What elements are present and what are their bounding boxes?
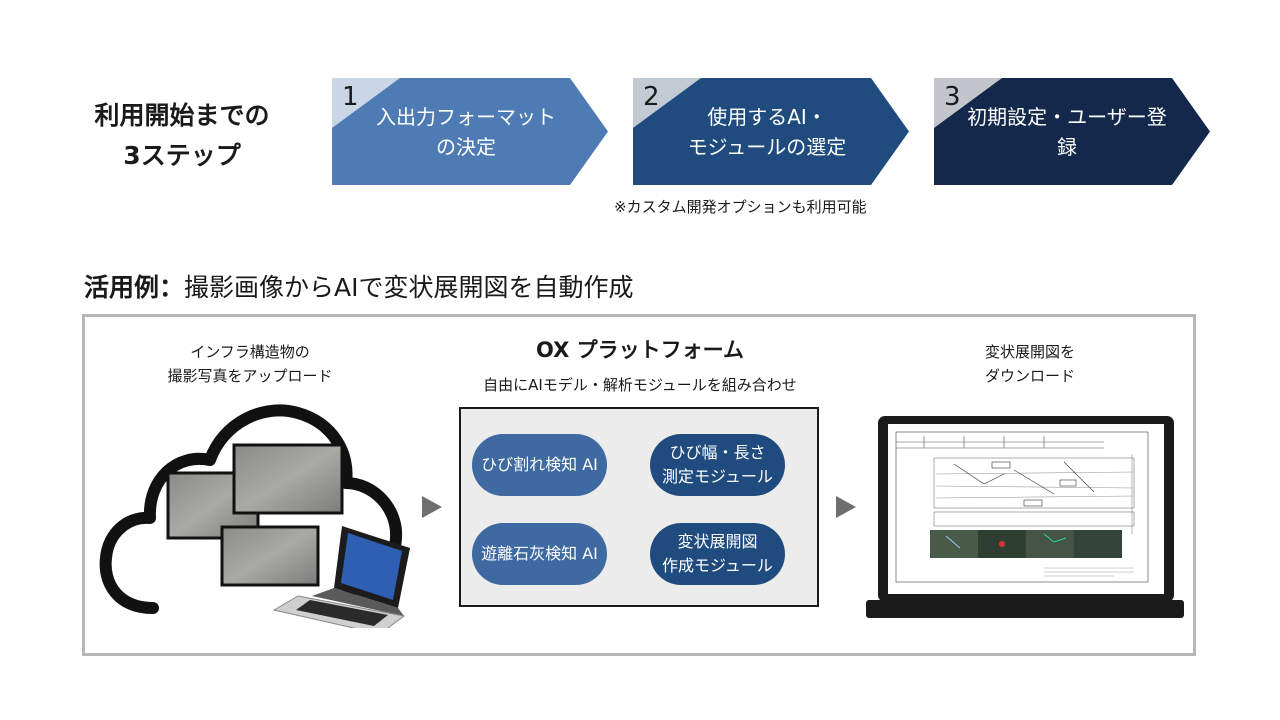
custom-option-note: ※カスタム開発オプションも利用可能 xyxy=(614,198,867,216)
module-deformation-map: 変状展開図 作成モジュール xyxy=(650,523,785,585)
laptop-icon xyxy=(272,526,410,628)
deformation-map-document xyxy=(895,431,1149,583)
example-panel xyxy=(82,314,1196,656)
laptop-drawing-illustration xyxy=(866,416,1184,618)
step-3: 3 初期設定・ユーザー登録 xyxy=(934,78,1210,185)
steps-title: 利用開始までの 3ステップ xyxy=(62,96,302,176)
steps-title-line-1: 利用開始までの xyxy=(94,101,270,130)
step-2-label-line: 使用するAI・ xyxy=(707,104,827,129)
step-3-number: 3 xyxy=(944,82,961,112)
module-efflorescence-detection: 遊離石灰検知 AI xyxy=(472,523,607,585)
upload-caption-line: 撮影写真をアップロード xyxy=(167,367,333,385)
module-label: 作成モジュール xyxy=(662,556,773,575)
module-label: ひび幅・長さ xyxy=(669,443,766,462)
step-1-label: 入出力フォーマット の決定 xyxy=(332,78,570,185)
module-label: 測定モジュール xyxy=(662,467,773,486)
step-2-number: 2 xyxy=(643,82,660,112)
steps-title-line-2: 3ステップ xyxy=(123,141,241,170)
section-title: 活用例：撮影画像からAIで変状展開図を自動作成 xyxy=(84,268,634,304)
module-label: 変状展開図 xyxy=(677,532,758,551)
step-2-label-line: モジュールの選定 xyxy=(687,134,847,159)
platform-subtitle: 自由にAIモデル・解析モジュールを組み合わせ xyxy=(483,376,797,394)
step-1-number: 1 xyxy=(342,82,359,112)
flow-arrow-icon xyxy=(836,496,856,518)
platform-title: OX プラットフォーム xyxy=(536,338,744,362)
cloud-upload-illustration xyxy=(99,404,410,628)
step-1: 1 入出力フォーマット の決定 xyxy=(332,78,608,185)
step-2: 2 使用するAI・ モジュールの選定 xyxy=(633,78,909,185)
deformation-map-notes xyxy=(1044,567,1134,577)
step-2-label: 使用するAI・ モジュールの選定 xyxy=(633,78,871,185)
photo-thumbnail xyxy=(232,443,344,515)
section-title-text: 撮影画像からAIで変状展開図を自動作成 xyxy=(184,273,634,302)
download-caption-line: ダウンロード xyxy=(984,367,1075,385)
deformation-map-photo-texture xyxy=(930,530,1122,558)
upload-caption: インフラ構造物の 撮影写真をアップロード xyxy=(120,340,380,388)
flow-arrow-icon xyxy=(422,496,442,518)
module-width-length-measure: ひび幅・長さ 測定モジュール xyxy=(650,434,785,496)
section-title-bold: 活用例： xyxy=(84,273,185,302)
download-caption-line: 変状展開図を xyxy=(984,343,1075,361)
upload-caption-line: インフラ構造物の xyxy=(190,343,310,361)
laptop-icon xyxy=(866,416,1184,618)
module-label: 遊離石灰検知 AI xyxy=(481,544,598,563)
download-caption: 変状展開図を ダウンロード xyxy=(930,340,1130,388)
step-2-chevron-shape xyxy=(633,78,909,185)
photo-thumbnail xyxy=(220,525,320,587)
platform-box: ひび割れ検知 AI ひび幅・長さ 測定モジュール 遊離石灰検知 AI 変状展開図… xyxy=(459,407,819,607)
step-3-chevron-shape xyxy=(934,78,1210,185)
step-3-label: 初期設定・ユーザー登録 xyxy=(934,78,1172,185)
step-1-chevron-shape xyxy=(332,78,608,185)
module-crack-detection: ひび割れ検知 AI xyxy=(472,434,607,496)
module-label: ひび割れ検知 AI xyxy=(481,455,598,474)
step-1-label-line: の決定 xyxy=(436,134,496,159)
step-1-label-line: 入出力フォーマット xyxy=(376,104,556,129)
step-3-label-line: 初期設定・ユーザー登録 xyxy=(967,104,1167,159)
